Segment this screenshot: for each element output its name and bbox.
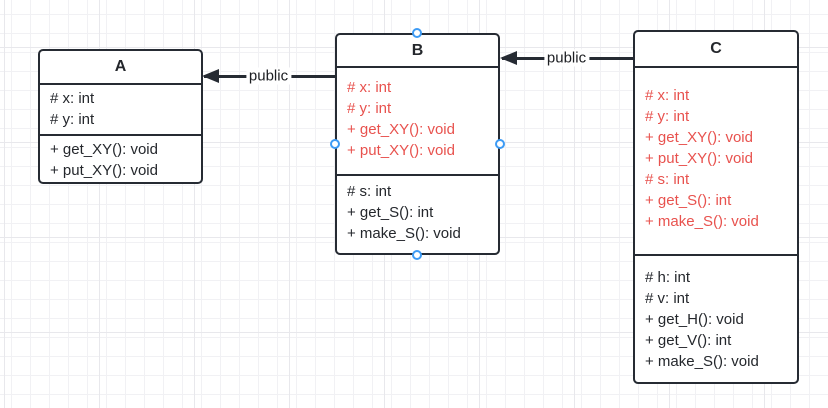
- class-box-c[interactable]: C # x: int # y: int + get_XY(): void + put_…: [633, 30, 799, 384]
- class-member: + get_XY(): void: [347, 121, 455, 138]
- class-b-own-members: # s: int + get_S(): int + make_S(): void: [337, 176, 498, 253]
- class-member: + get_S(): int: [347, 204, 434, 221]
- class-title-c: C: [635, 32, 797, 68]
- class-member: + get_V(): int: [645, 332, 732, 349]
- class-a-attributes: # x: int # y: int: [40, 85, 201, 136]
- connection-handle-top[interactable]: [412, 28, 422, 38]
- class-member: + get_XY(): void: [50, 141, 158, 158]
- class-member: # s: int: [645, 171, 690, 188]
- class-member: # s: int: [347, 183, 392, 200]
- class-c-inherited-members: # x: int # y: int + get_XY(): void + put_XY…: [635, 68, 797, 256]
- edge-label-public[interactable]: public: [245, 67, 292, 85]
- class-member: # x: int: [347, 79, 392, 96]
- class-member: # y: int: [645, 108, 690, 125]
- class-b-inherited-members: # x: int # y: int + get_XY(): void + put_XY…: [337, 68, 498, 176]
- class-member: + get_XY(): void: [645, 129, 753, 146]
- connection-handle-left[interactable]: [330, 139, 340, 149]
- class-member: # y: int: [347, 100, 392, 117]
- class-member: # x: int: [645, 87, 690, 104]
- inheritance-edge-c-to-b[interactable]: public: [500, 46, 633, 70]
- class-member: + put_XY(): void: [50, 162, 158, 179]
- class-member: + make_S(): void: [645, 353, 759, 370]
- class-member: # h: int: [645, 269, 691, 286]
- arrowhead-left-icon: [202, 69, 219, 83]
- class-title-b: B: [337, 35, 498, 68]
- class-box-b[interactable]: B # x: int # y: int + get_XY(): void + put_…: [335, 33, 500, 255]
- arrowhead-left-icon: [500, 51, 517, 65]
- connection-handle-right[interactable]: [495, 139, 505, 149]
- inheritance-edge-b-to-a[interactable]: public: [202, 64, 335, 88]
- class-box-a[interactable]: A # x: int # y: int + get_XY(): void + put…: [38, 49, 203, 184]
- class-member: # y: int: [50, 111, 95, 128]
- class-a-methods: + get_XY(): void + put_XY(): void: [40, 136, 201, 182]
- class-member: # x: int: [50, 90, 95, 107]
- class-member: + make_S(): void: [645, 213, 759, 230]
- class-member: + get_S(): int: [645, 192, 732, 209]
- class-member: + get_H(): void: [645, 311, 744, 328]
- class-member: + put_XY(): void: [645, 150, 753, 167]
- class-c-own-members: # h: int # v: int + get_H(): void + get_V()…: [635, 256, 797, 382]
- class-member: + make_S(): void: [347, 225, 461, 242]
- class-member: # v: int: [645, 290, 690, 307]
- class-member: + put_XY(): void: [347, 142, 455, 159]
- connection-handle-bottom[interactable]: [412, 250, 422, 260]
- edge-label-public[interactable]: public: [543, 49, 590, 67]
- class-title-a: A: [40, 51, 201, 85]
